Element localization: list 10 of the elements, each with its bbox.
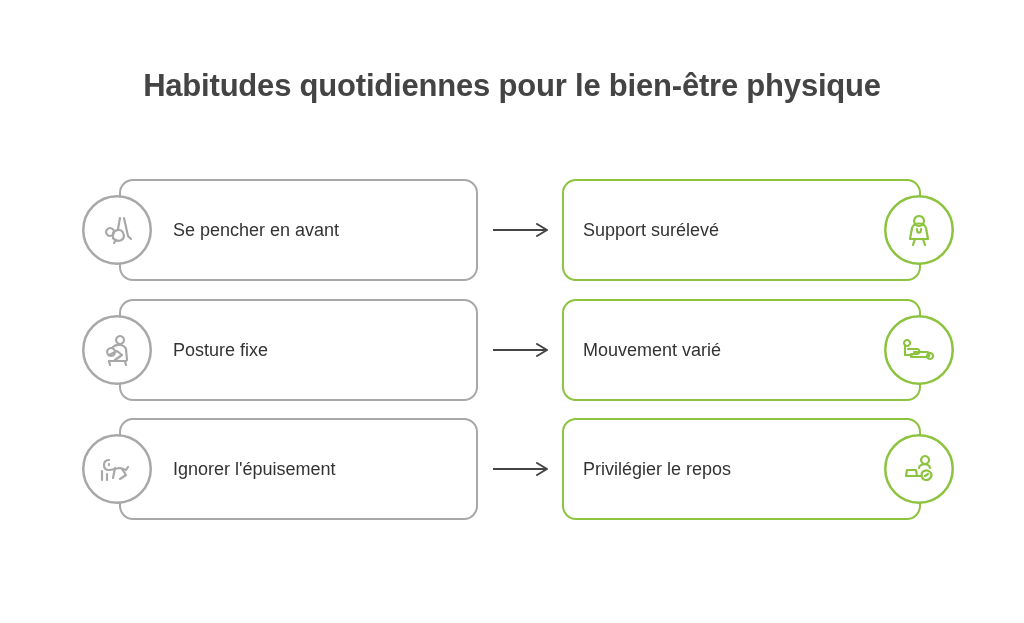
step-label: Posture fixe bbox=[173, 339, 269, 361]
step-label: Ignorer l'épuisement bbox=[173, 458, 336, 480]
arrow bbox=[492, 223, 548, 237]
step-label: Support surélevé bbox=[583, 219, 720, 241]
step-label: Se pencher en avant bbox=[173, 219, 340, 241]
step-label: Privilégier le repos bbox=[583, 458, 732, 480]
arrow bbox=[492, 462, 548, 476]
step-label: Mouvement varié bbox=[583, 339, 722, 361]
arrow bbox=[492, 343, 548, 357]
diagram-title: Habitudes quotidiennes pour le bien-être physique bbox=[142, 68, 882, 104]
